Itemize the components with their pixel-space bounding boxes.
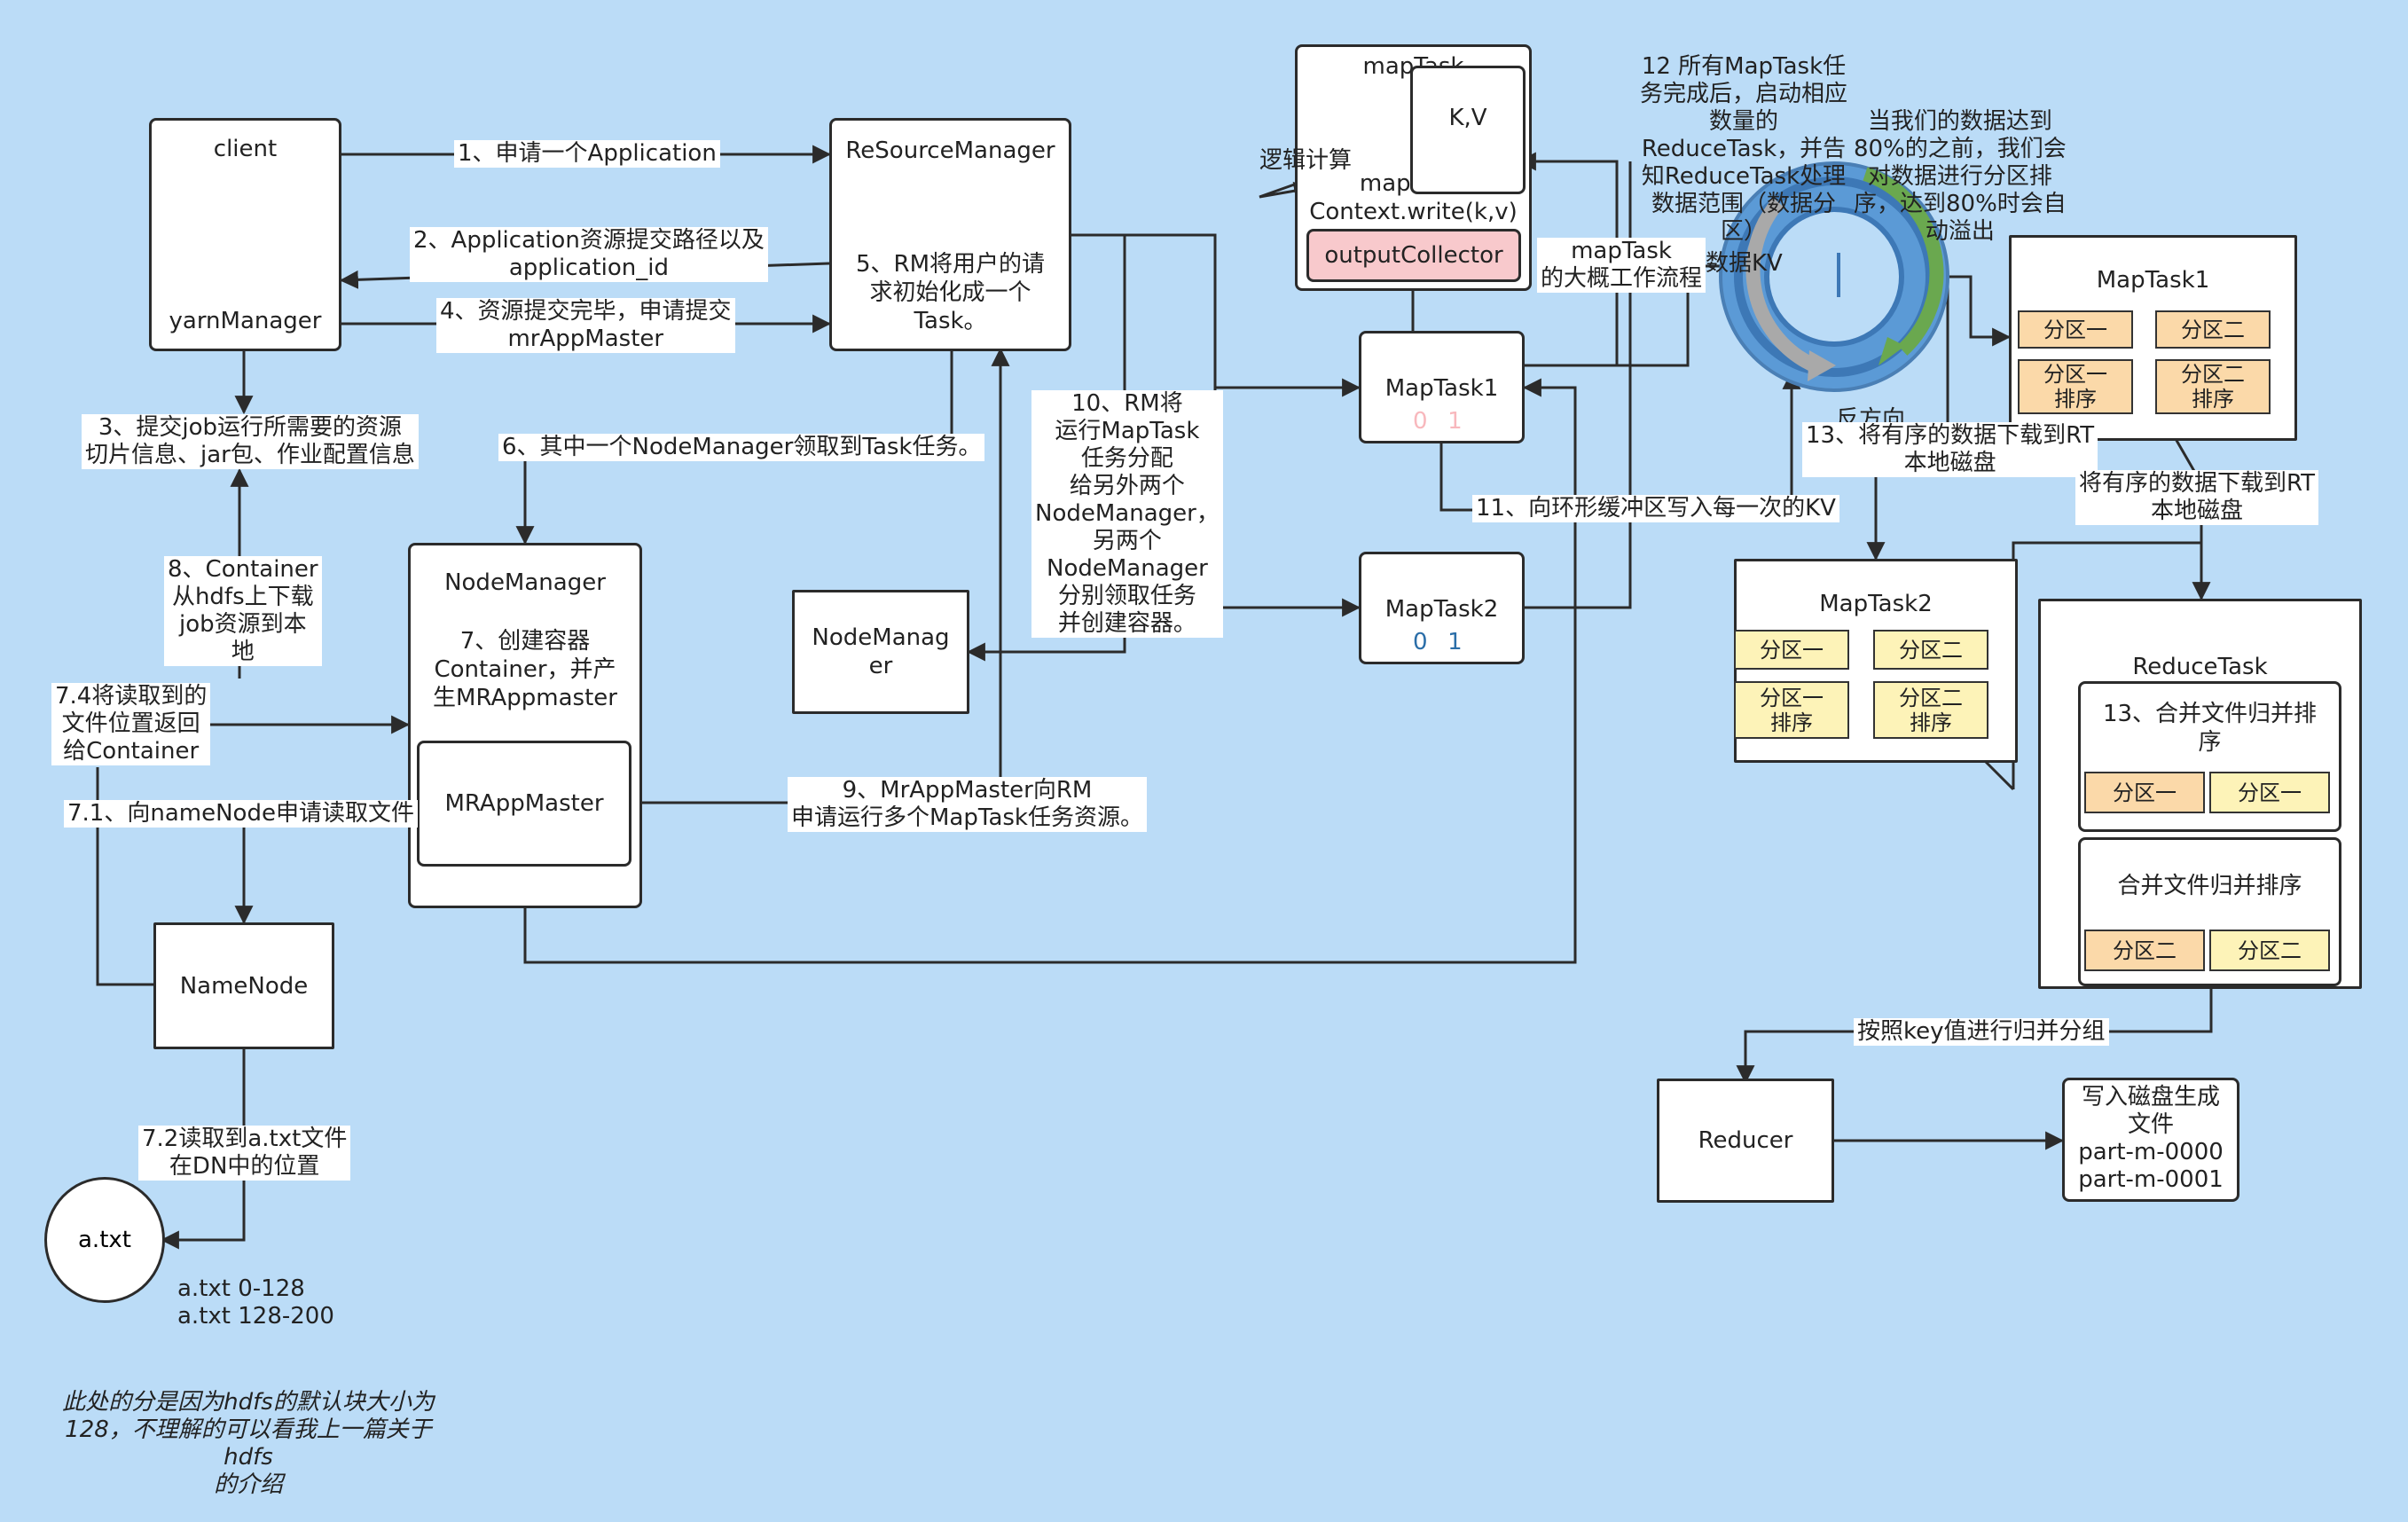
maptask1-box: MapTask1 0 1	[1359, 331, 1525, 443]
edge-nm-m1	[523, 378, 1577, 964]
label-8: 8、Container 从hdfs上下载 job资源到本 地	[164, 556, 322, 666]
mt2-partition-2: 分区二	[1873, 630, 1988, 670]
a-txt-splits: a.txt 0-128 a.txt 128-200	[177, 1275, 334, 1330]
a-txt-node: a.txt	[44, 1177, 165, 1303]
mr-app-master-box: MRAppMaster	[417, 741, 631, 867]
edge-7-1	[234, 812, 408, 925]
label-10: 10、RM将 运行MapTask 任务分配 给另外两个 NodeManager，…	[1031, 390, 1223, 638]
label-9: 9、MrAppMaster向RM 申请运行多个MapTask任务资源。	[788, 777, 1147, 832]
label-13b: 将有序的数据下载到RT 本地磁盘	[2075, 470, 2319, 525]
label-7-4: 7.4将读取到的 文件位置返回 给Container	[51, 683, 211, 765]
node-manager-2-label: NodeManag er	[812, 624, 950, 679]
nm-create-text: 7、创建容器 Container，并产 生MRAppmaster	[433, 628, 617, 711]
mr-app-master-label: MRAppMaster	[444, 790, 604, 817]
edge-9	[631, 347, 1010, 804]
kv-box: K,V	[1410, 66, 1526, 194]
maptask2-right-label: MapTask2	[1819, 591, 1933, 617]
kv-label: K,V	[1448, 105, 1487, 131]
label-1: 1、申请一个Application	[454, 140, 720, 168]
reducer-label: Reducer	[1698, 1127, 1793, 1154]
label-group: 按照key值进行归并分组	[1854, 1018, 2109, 1046]
yarn-manager-label: yarnManager	[169, 308, 322, 334]
label-7-1: 7.1、向nameNode申请读取文件	[64, 800, 418, 828]
mt2-partition-2-sorted: 分区二 排序	[1873, 681, 1988, 739]
label-maptask-flow: mapTask 的大概工作流程	[1537, 238, 1706, 293]
rm-init-text: 5、RM将用户的请 求初始化成一个 Task。	[855, 251, 1046, 334]
a-txt-label: a.txt	[78, 1227, 131, 1253]
mt1-partition-2-sorted: 分区二 排序	[2155, 359, 2271, 414]
label-11: 11、向环形缓冲区写入每一次的KV	[1472, 495, 1839, 522]
edge-7-2	[160, 1049, 246, 1250]
edge-detail-m2	[1525, 161, 1632, 609]
node-manager-2-box: NodeManag er	[792, 590, 969, 714]
rt2-partition-a: 分区二	[2084, 930, 2205, 971]
maptask2-label: MapTask2	[1384, 596, 1499, 623]
label-spill: 当我们的数据达到 80%的之前，我们会 对数据进行分区排 序，达到80%时会自 …	[1854, 108, 2067, 245]
rt2-partition-b: 分区二	[2209, 930, 2330, 971]
maptask1-right-label: MapTask1	[2096, 267, 2210, 294]
name-node-box: NameNode	[153, 922, 334, 1049]
name-node-label: NameNode	[179, 972, 309, 1000]
maptask2-digits: 0 1	[1413, 629, 1464, 655]
edge-flow	[1525, 256, 1750, 367]
resource-manager-box: ReSourceManager 5、RM将用户的请 求初始化成一个 Task。	[829, 118, 1071, 351]
mt1-partition-2: 分区二	[2155, 310, 2271, 349]
logic-calc-label: 逻辑计算	[1259, 147, 1353, 174]
client-box: client yarnManager	[149, 118, 341, 351]
label-3: 3、提交job运行所需要的资源 切片信息、jar包、作业配置信息	[82, 414, 419, 469]
label-6: 6、其中一个NodeManager领取到Task任务。	[498, 434, 985, 461]
mt1-partition-1: 分区一	[2018, 310, 2133, 349]
client-label: client	[213, 136, 278, 162]
reducer-box: Reducer	[1657, 1079, 1834, 1203]
label-13: 13、将有序的数据下载到RT 本地磁盘	[1802, 422, 2098, 477]
node-manager-label: NodeManager	[444, 569, 606, 596]
rt1-partition-b: 分区一	[2209, 772, 2330, 813]
label-4: 4、资源提交完毕，申请提交 mrAppMaster	[436, 298, 735, 353]
resource-manager-label: ReSourceManager	[845, 137, 1055, 164]
rt1-partition-a: 分区一	[2084, 772, 2205, 813]
output-files-box: 写入磁盘生成 文件 part-m-0000 part-m-0001	[2062, 1078, 2239, 1202]
edge-10-m2	[1213, 388, 1361, 617]
mt1-partition-1-sorted: 分区一 排序	[2018, 359, 2133, 414]
ring-buffer	[1719, 161, 1949, 392]
merge-sort-1-label: 13、合并文件归并排 序	[2102, 701, 2318, 756]
maptask2-box: MapTask2 0 1	[1359, 552, 1525, 664]
edge-10-m1	[1071, 233, 1361, 397]
mt2-partition-1: 分区一	[1734, 630, 1849, 670]
edge-detail-kv	[1517, 152, 1619, 365]
merge-sort-2-label: 合并文件归并排序	[2117, 873, 2302, 899]
output-files-label: 写入磁盘生成 文件 part-m-0000 part-m-0001	[2078, 1084, 2224, 1193]
label-2: 2、Application资源提交路径以及 application_id	[410, 227, 768, 282]
label-data-kv: 数据KV	[1706, 250, 1783, 277]
mt2-partition-1-sorted: 分区一 排序	[1734, 681, 1849, 739]
edge-7-4-return	[96, 767, 153, 986]
hdfs-note: 此处的分是因为hdfs的默认块大小为 128，不理解的可以看我上一篇关于hdfs…	[62, 1389, 435, 1498]
reduce-task-label: ReduceTask	[2132, 654, 2268, 680]
label-12: 12 所有MapTask任 务完成后，启动相应 数量的 ReduceTask，并…	[1640, 53, 1848, 245]
edge-ring-mt1	[1948, 275, 2012, 347]
output-collector-label: outputCollector	[1324, 242, 1503, 269]
maptask1-digits: 0 1	[1413, 408, 1464, 435]
label-7-2: 7.2读取到a.txt文件 在DN中的位置	[138, 1126, 351, 1181]
maptask1-label: MapTask1	[1384, 375, 1499, 402]
output-collector-box: outputCollector	[1306, 229, 1521, 282]
